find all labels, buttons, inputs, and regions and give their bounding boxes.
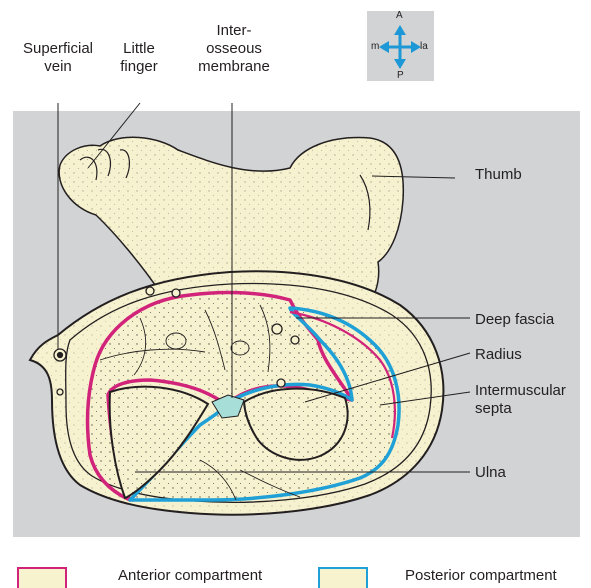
anterior-compartment-legend-label: Anterior compartment bbox=[118, 567, 262, 585]
little-finger-label-line2: finger bbox=[112, 58, 166, 76]
intermuscular-septa-label-line2: septa bbox=[475, 400, 566, 418]
intermuscular-septa-label-line1: Intermuscular bbox=[475, 382, 566, 400]
ulna-label: Ulna bbox=[475, 464, 506, 482]
superficial-vein-label-line1: Superficial bbox=[18, 40, 98, 58]
intermuscular-septa-label: Intermuscular septa bbox=[475, 382, 566, 418]
interosseous-membrane-label: Inter- osseous membrane bbox=[186, 22, 282, 76]
radius-label: Radius bbox=[475, 346, 522, 364]
deep-fascia-label: Deep fascia bbox=[475, 311, 554, 329]
interosseous-membrane-label-line2: osseous bbox=[186, 40, 282, 58]
superficial-vein-label-line2: vein bbox=[18, 58, 98, 76]
anterior-compartment-swatch bbox=[17, 567, 67, 588]
little-finger-label: Little finger bbox=[112, 40, 166, 76]
superficial-vein-label: Superficial vein bbox=[18, 40, 98, 76]
interosseous-membrane-label-line3: membrane bbox=[186, 58, 282, 76]
thumb-label: Thumb bbox=[475, 166, 522, 184]
interosseous-membrane-label-line1: Inter- bbox=[186, 22, 282, 40]
posterior-compartment-swatch bbox=[318, 567, 368, 588]
posterior-compartment-legend-label: Posterior compartment bbox=[405, 567, 557, 585]
little-finger-label-line1: Little bbox=[112, 40, 166, 58]
